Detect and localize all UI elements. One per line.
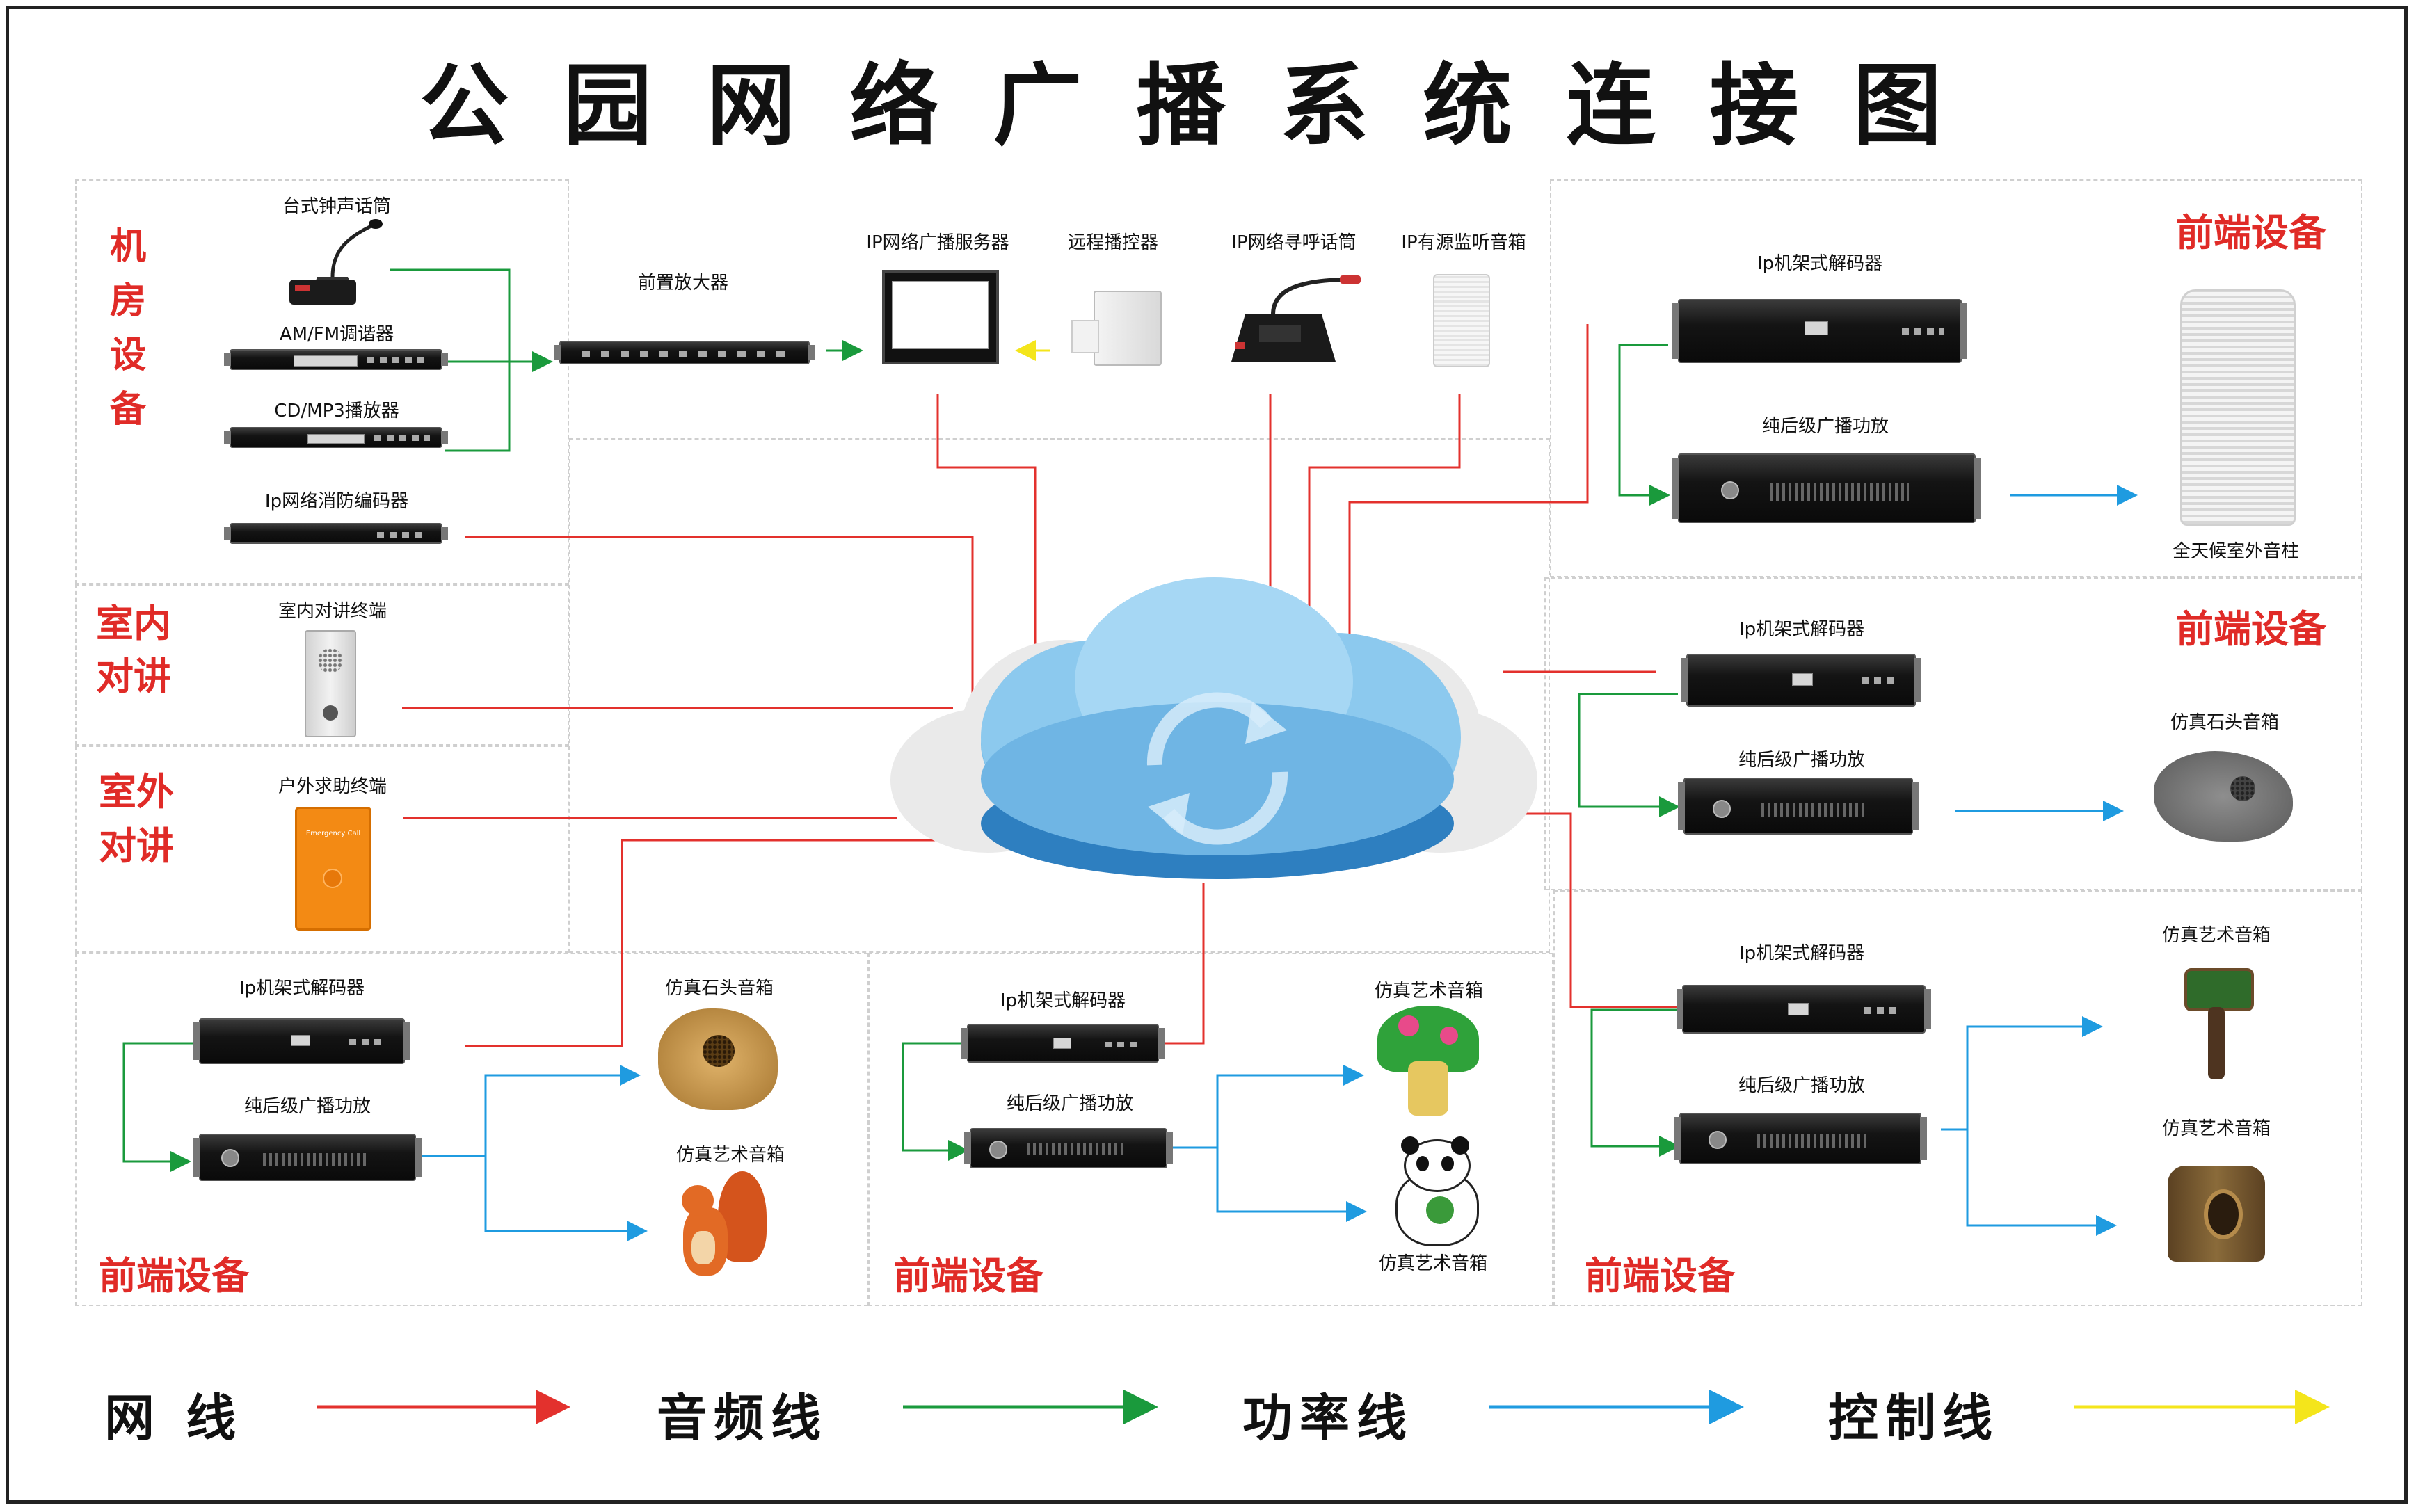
legend-label-audio: 音频线 xyxy=(657,1389,829,1447)
amp-unit-r1 xyxy=(1672,453,1981,523)
zone-outdoor-talk xyxy=(75,746,569,953)
label-rock-speaker-r2: 仿真石头音箱 xyxy=(2170,712,2280,733)
zone-frontend-right-3 xyxy=(1553,890,2362,1306)
art-speaker-panda xyxy=(1391,1136,1479,1246)
column-speaker-unit xyxy=(2180,289,2296,526)
zone-frontend-bottom-mid xyxy=(868,953,1553,1306)
label-decoder-r3: Ip机架式解码器 xyxy=(1738,943,1865,964)
decoder-unit-r2 xyxy=(1681,654,1921,707)
label-art-speaker-bl: 仿真艺术音箱 xyxy=(675,1145,785,1166)
label-paging-mic: IP网络寻呼话筒 xyxy=(1231,232,1357,253)
server-unit xyxy=(882,270,999,364)
amp-unit-r3 xyxy=(1674,1113,1927,1164)
outdoor-terminal-unit: Emergency Call xyxy=(295,807,371,931)
sync-icon xyxy=(1146,692,1288,845)
label-preamp: 前置放大器 xyxy=(637,273,729,293)
label-monitor-speaker: IP有源监听音箱 xyxy=(1401,232,1526,253)
label-art-speaker-r3a: 仿真艺术音箱 xyxy=(2161,925,2271,946)
zone-frontend-right-1 xyxy=(1550,179,2362,577)
zone-label-frontend-bm: 前端设备 xyxy=(893,1254,1043,1298)
art-speaker-mushroom xyxy=(1377,1006,1479,1117)
decoder-unit-bm xyxy=(961,1024,1165,1063)
legend-label-control: 控制线 xyxy=(1828,1389,2000,1447)
label-art-speaker-r3b: 仿真艺术音箱 xyxy=(2161,1118,2271,1139)
label-cd-player: CD/MP3播放器 xyxy=(274,401,399,421)
label-column-speaker: 全天候室外音柱 xyxy=(2172,541,2300,562)
remote-controller xyxy=(1094,291,1162,366)
zone-central xyxy=(569,438,1550,953)
label-art-speaker-bm-1: 仿真艺术音箱 xyxy=(1374,981,1484,1002)
zone-label-frontend-r1: 前端设备 xyxy=(2176,211,2326,255)
label-amp-r2: 纯后级广播功放 xyxy=(1738,750,1866,771)
zone-label-frontend-r2: 前端设备 xyxy=(2176,607,2326,651)
label-rock-speaker-bl: 仿真石头音箱 xyxy=(664,978,774,999)
help-button-icon xyxy=(323,869,342,888)
fire-encoder-unit xyxy=(224,523,448,544)
art-speaker-squirrel xyxy=(676,1168,767,1280)
label-amp-bl: 纯后级广播功放 xyxy=(243,1096,371,1117)
zone-frontend-right-2 xyxy=(1544,577,2362,890)
amp-unit-bm xyxy=(964,1128,1173,1168)
zone-label-indoor-1: 室内 xyxy=(96,602,171,645)
amp-unit-bl xyxy=(193,1134,422,1181)
zone-machine-room xyxy=(75,179,569,584)
zone-label-frontend-bl: 前端设备 xyxy=(99,1254,249,1298)
label-outdoor-terminal: 户外求助终端 xyxy=(278,776,387,797)
legend-label-power: 功率线 xyxy=(1242,1389,1414,1447)
label-fire-encoder: Ip网络消防编码器 xyxy=(264,491,409,512)
amp-unit-r2 xyxy=(1678,778,1919,835)
rock-speaker-grey xyxy=(2154,751,2293,842)
label-desk-mic: 台式钟声话筒 xyxy=(282,196,392,217)
zone-label-outdoor-2: 对讲 xyxy=(99,824,174,868)
page-title: 公园网络广播系统连接图 xyxy=(419,54,1997,158)
legend-label-network: 网 线 xyxy=(104,1389,243,1447)
server-screen xyxy=(892,281,989,349)
label-amp-r1: 纯后级广播功放 xyxy=(1761,416,1889,437)
label-decoder-bm: Ip机架式解码器 xyxy=(1000,990,1126,1011)
call-button-icon xyxy=(323,705,338,721)
zone-indoor-talk xyxy=(75,584,569,746)
label-tuner: AM/FM调谐器 xyxy=(279,324,394,345)
label-amp-bm: 纯后级广播功放 xyxy=(1006,1093,1134,1114)
label-decoder-r2: Ip机架式解码器 xyxy=(1738,619,1865,640)
diagram-frame xyxy=(6,6,2408,1504)
sync-icon-arrows xyxy=(1148,702,1287,835)
label-remote: 远程播控器 xyxy=(1067,232,1159,253)
preamp-unit xyxy=(554,341,815,364)
cd-player-unit xyxy=(224,427,448,448)
tuner-unit xyxy=(224,349,448,370)
speaker-grille-icon xyxy=(318,648,343,673)
zone-frontend-bottom-left xyxy=(75,953,868,1306)
label-server: IP网络广播服务器 xyxy=(866,232,1009,253)
rock-speaker-gold xyxy=(658,1008,778,1110)
zone-label-frontend-br: 前端设备 xyxy=(1585,1254,1735,1298)
monitor-speaker-unit xyxy=(1433,274,1490,367)
indoor-terminal-unit xyxy=(305,630,356,737)
label-art-speaker-bm-2: 仿真艺术音箱 xyxy=(1378,1253,1488,1274)
speaker-hole-icon xyxy=(2230,776,2255,801)
speaker-hole-icon xyxy=(703,1035,735,1067)
label-decoder-bl: Ip机架式解码器 xyxy=(239,978,365,999)
decoder-unit-bl xyxy=(193,1018,410,1064)
zone-label-machine-room: 机房设备 xyxy=(110,226,147,431)
decoder-unit-r1 xyxy=(1672,299,1967,363)
remote-tag xyxy=(1071,320,1099,353)
emergency-label: Emergency Call xyxy=(305,830,361,837)
zone-label-outdoor-1: 室外 xyxy=(99,770,174,814)
label-indoor-terminal: 室内对讲终端 xyxy=(278,601,387,622)
label-amp-r3: 纯后级广播功放 xyxy=(1738,1075,1866,1096)
decoder-unit-r3 xyxy=(1677,985,1931,1034)
label-decoder-r1: Ip机架式解码器 xyxy=(1757,253,1883,274)
art-speaker-stump xyxy=(2168,1166,2265,1262)
art-speaker-sign xyxy=(2184,968,2254,1079)
zone-label-indoor-2: 对讲 xyxy=(96,654,171,698)
